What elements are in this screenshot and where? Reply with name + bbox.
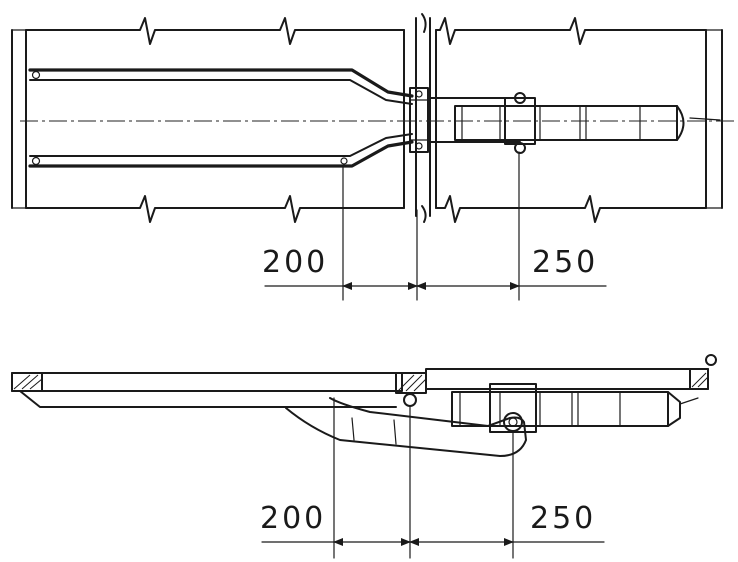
top-view-hinge: [409, 87, 429, 153]
side-view-dimension-right: 250: [530, 501, 596, 536]
top-view-dimension-right: 250: [532, 245, 598, 280]
top-view: 200 250: [11, 13, 736, 301]
side-view: 200 250: [11, 354, 717, 559]
side-view-joint-block: [395, 372, 427, 407]
top-view-frame: [11, 17, 723, 223]
side-view-right-plate: [425, 354, 717, 390]
side-view-dimensions: 200 250: [260, 397, 605, 559]
side-view-lever: [285, 397, 527, 457]
top-view-rails: [28, 68, 414, 168]
top-view-actuator: [427, 92, 721, 154]
top-view-dimension-left: 200: [262, 245, 328, 280]
side-view-left-plate: [11, 372, 403, 408]
side-view-dimension-left: 200: [260, 501, 326, 536]
side-view-actuator: [451, 383, 699, 433]
top-view-joint: [403, 13, 437, 223]
top-view-dimensions: 200 250: [262, 151, 607, 301]
